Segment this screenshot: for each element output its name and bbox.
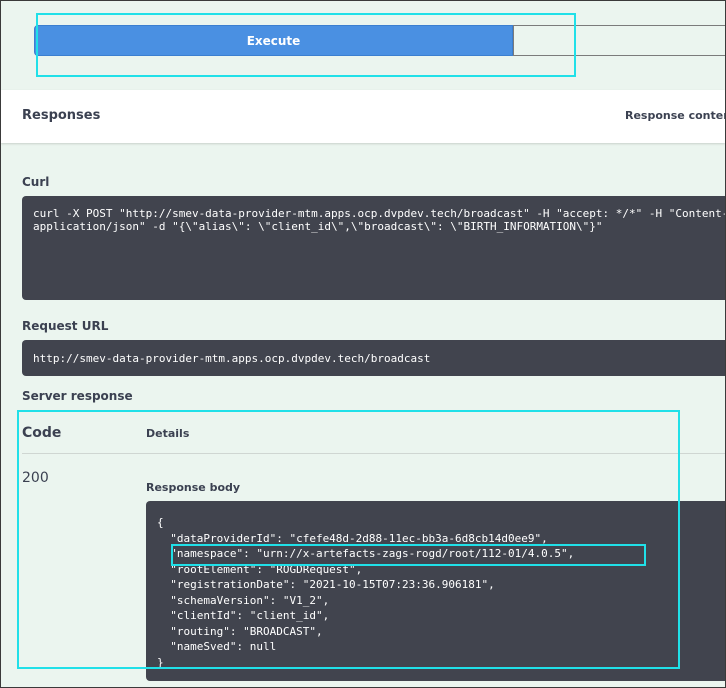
responses-header [1, 90, 725, 143]
responses-title: Responses [22, 108, 101, 123]
details-column-header: Details [146, 427, 190, 440]
response-content-type-label: Response content [625, 109, 726, 122]
request-url-block[interactable]: http://smev-data-provider-mtm.apps.ocp.d… [22, 340, 725, 376]
response-body-block[interactable]: { "dataProviderId": "cfefe48d-2d88-11ec-… [146, 501, 725, 681]
clear-button[interactable] [513, 25, 725, 56]
response-body-label: Response body [146, 481, 241, 494]
response-table-divider [22, 453, 725, 454]
execute-button[interactable]: Execute [34, 25, 513, 56]
code-column-header: Code [22, 425, 62, 441]
curl-command-block[interactable]: curl -X POST "http://smev-data-provider-… [22, 196, 725, 300]
response-status-code: 200 [22, 470, 49, 486]
curl-label: Curl [22, 175, 50, 189]
server-response-label: Server response [22, 389, 133, 403]
request-url-label: Request URL [22, 319, 109, 333]
